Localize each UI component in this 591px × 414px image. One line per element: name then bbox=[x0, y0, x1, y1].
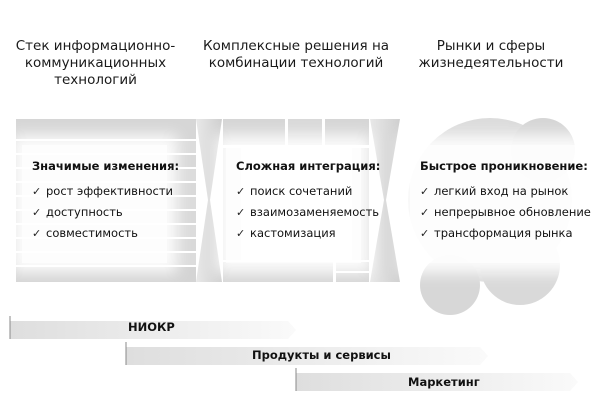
list-item: ✓ рост эффективности bbox=[32, 181, 173, 202]
list-item-label: совместимость bbox=[46, 226, 138, 240]
list-item-label: доступность bbox=[46, 205, 123, 219]
list-item: ✓ непрерывное обновление bbox=[420, 202, 591, 223]
list-item-label: поиск сочетаний bbox=[250, 184, 353, 198]
list-item-label: взаимозаменяемость bbox=[250, 205, 380, 219]
bar-label-products: Продукты и сервисы bbox=[252, 348, 391, 362]
check-icon: ✓ bbox=[236, 185, 246, 198]
check-icon: ✓ bbox=[32, 227, 42, 240]
card-significant-changes: Значимые изменения: ✓ рост эффективности … bbox=[22, 145, 180, 263]
list-item: ✓ кастомизация bbox=[236, 223, 361, 244]
card-heading: Сложная интеграция: bbox=[236, 159, 381, 173]
check-icon: ✓ bbox=[32, 185, 42, 198]
card-heading: Быстрое проникновение: bbox=[420, 159, 588, 173]
check-icon: ✓ bbox=[236, 206, 246, 219]
bar-marketing bbox=[296, 373, 578, 391]
check-icon: ✓ bbox=[420, 206, 430, 219]
bar-label-rnd: НИОКР bbox=[128, 320, 175, 334]
list-item: ✓ поиск сочетаний bbox=[236, 181, 361, 202]
card-fast-penetration: Быстрое проникновение: ✓ легкий вход на р… bbox=[410, 145, 591, 263]
list-item: ✓ совместимость bbox=[32, 223, 167, 244]
column-title-markets: Рынки и сферы жизнедеятельности bbox=[418, 38, 564, 71]
list-item-label: легкий вход на рынок bbox=[434, 184, 569, 198]
column-title-solutions: Комплексные решения на комбинации технол… bbox=[202, 38, 390, 71]
list-item: ✓ взаимозаменяемость bbox=[236, 202, 379, 223]
list-item-label: рост эффективности bbox=[46, 184, 174, 198]
list-item-label: кастомизация bbox=[250, 226, 336, 240]
check-icon: ✓ bbox=[420, 227, 430, 240]
list-item: ✓ доступность bbox=[32, 202, 167, 223]
bar-products bbox=[126, 347, 488, 365]
timeline-bars bbox=[9, 316, 578, 391]
card-complex-integration: Сложная интеграция: ✓ поиск сочетаний ✓ вз… bbox=[226, 145, 381, 263]
card-list: ✓ поиск сочетаний ✓ взаимозаменяемость ✓ ка… bbox=[226, 181, 379, 244]
column-title-stack: Стек информационно-коммуникационных техн… bbox=[15, 38, 176, 88]
card-heading: Значимые изменения: bbox=[32, 159, 180, 173]
card-list: ✓ рост эффективности ✓ доступность ✓ совмес… bbox=[22, 181, 173, 244]
card-list: ✓ легкий вход на рынок ✓ непрерывное обнов… bbox=[410, 181, 591, 244]
chevron-arrow-2 bbox=[370, 119, 400, 282]
bar-label-marketing: Маркетинг bbox=[408, 375, 480, 389]
list-item: ✓ легкий вход на рынок bbox=[420, 181, 575, 202]
chevron-arrow-1 bbox=[196, 119, 222, 282]
check-icon: ✓ bbox=[236, 227, 246, 240]
bar-rnd bbox=[10, 321, 296, 339]
check-icon: ✓ bbox=[32, 206, 42, 219]
list-item-label: трансформация рынка bbox=[434, 226, 573, 240]
list-item-label: непрерывное обновление bbox=[434, 205, 591, 219]
check-icon: ✓ bbox=[420, 185, 430, 198]
list-item: ✓ трансформация рынка bbox=[420, 223, 575, 244]
